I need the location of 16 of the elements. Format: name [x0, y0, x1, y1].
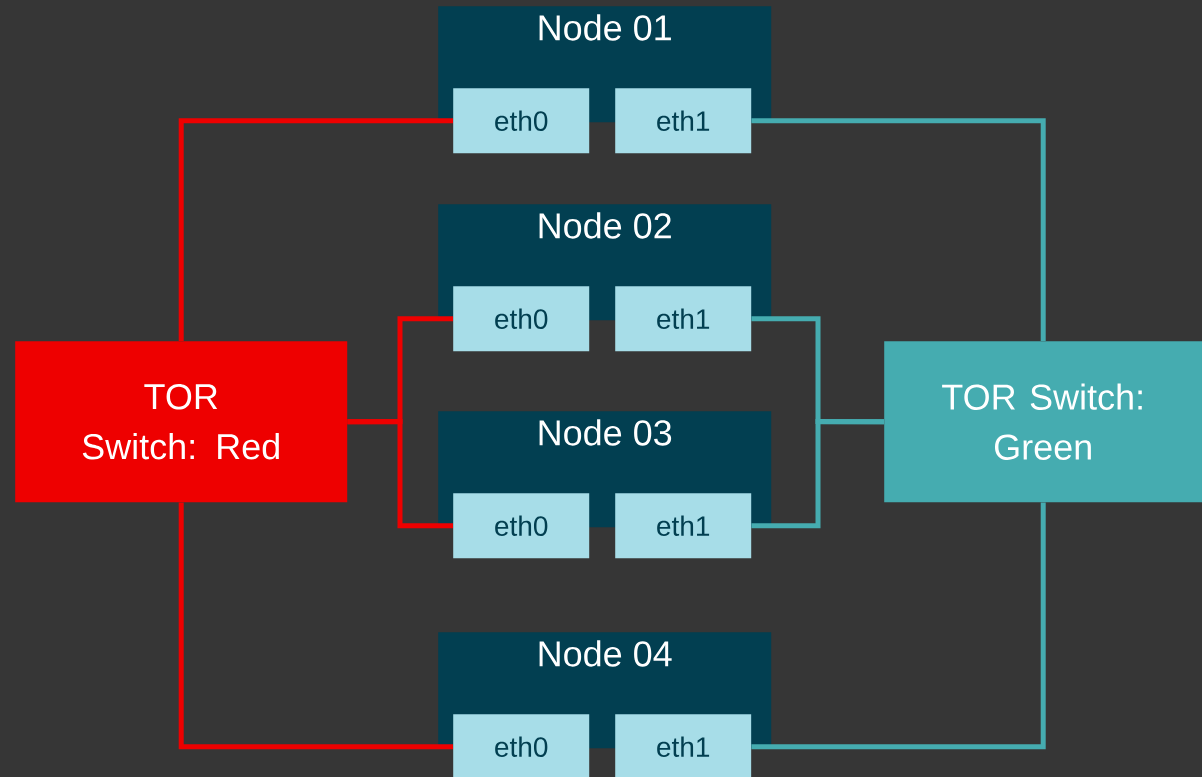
- cable-line: [751, 502, 1046, 750]
- cable-line: [178, 502, 453, 750]
- port-box: eth0: [453, 88, 590, 154]
- port-box: eth1: [615, 286, 752, 352]
- switch-box: TOR Switch: Red: [15, 341, 348, 503]
- cable-line: [751, 118, 1046, 341]
- port-box: eth0: [453, 714, 590, 777]
- port-box: eth0: [453, 286, 590, 352]
- cable-line: [178, 118, 453, 341]
- cable-line: [751, 419, 884, 529]
- port-box: eth0: [453, 493, 590, 559]
- switch-box: TOR Switch: Green: [884, 341, 1202, 503]
- port-box: eth1: [615, 88, 752, 154]
- cable-line: [347, 419, 453, 529]
- port-box: eth1: [615, 714, 752, 777]
- port-box: eth1: [615, 493, 752, 559]
